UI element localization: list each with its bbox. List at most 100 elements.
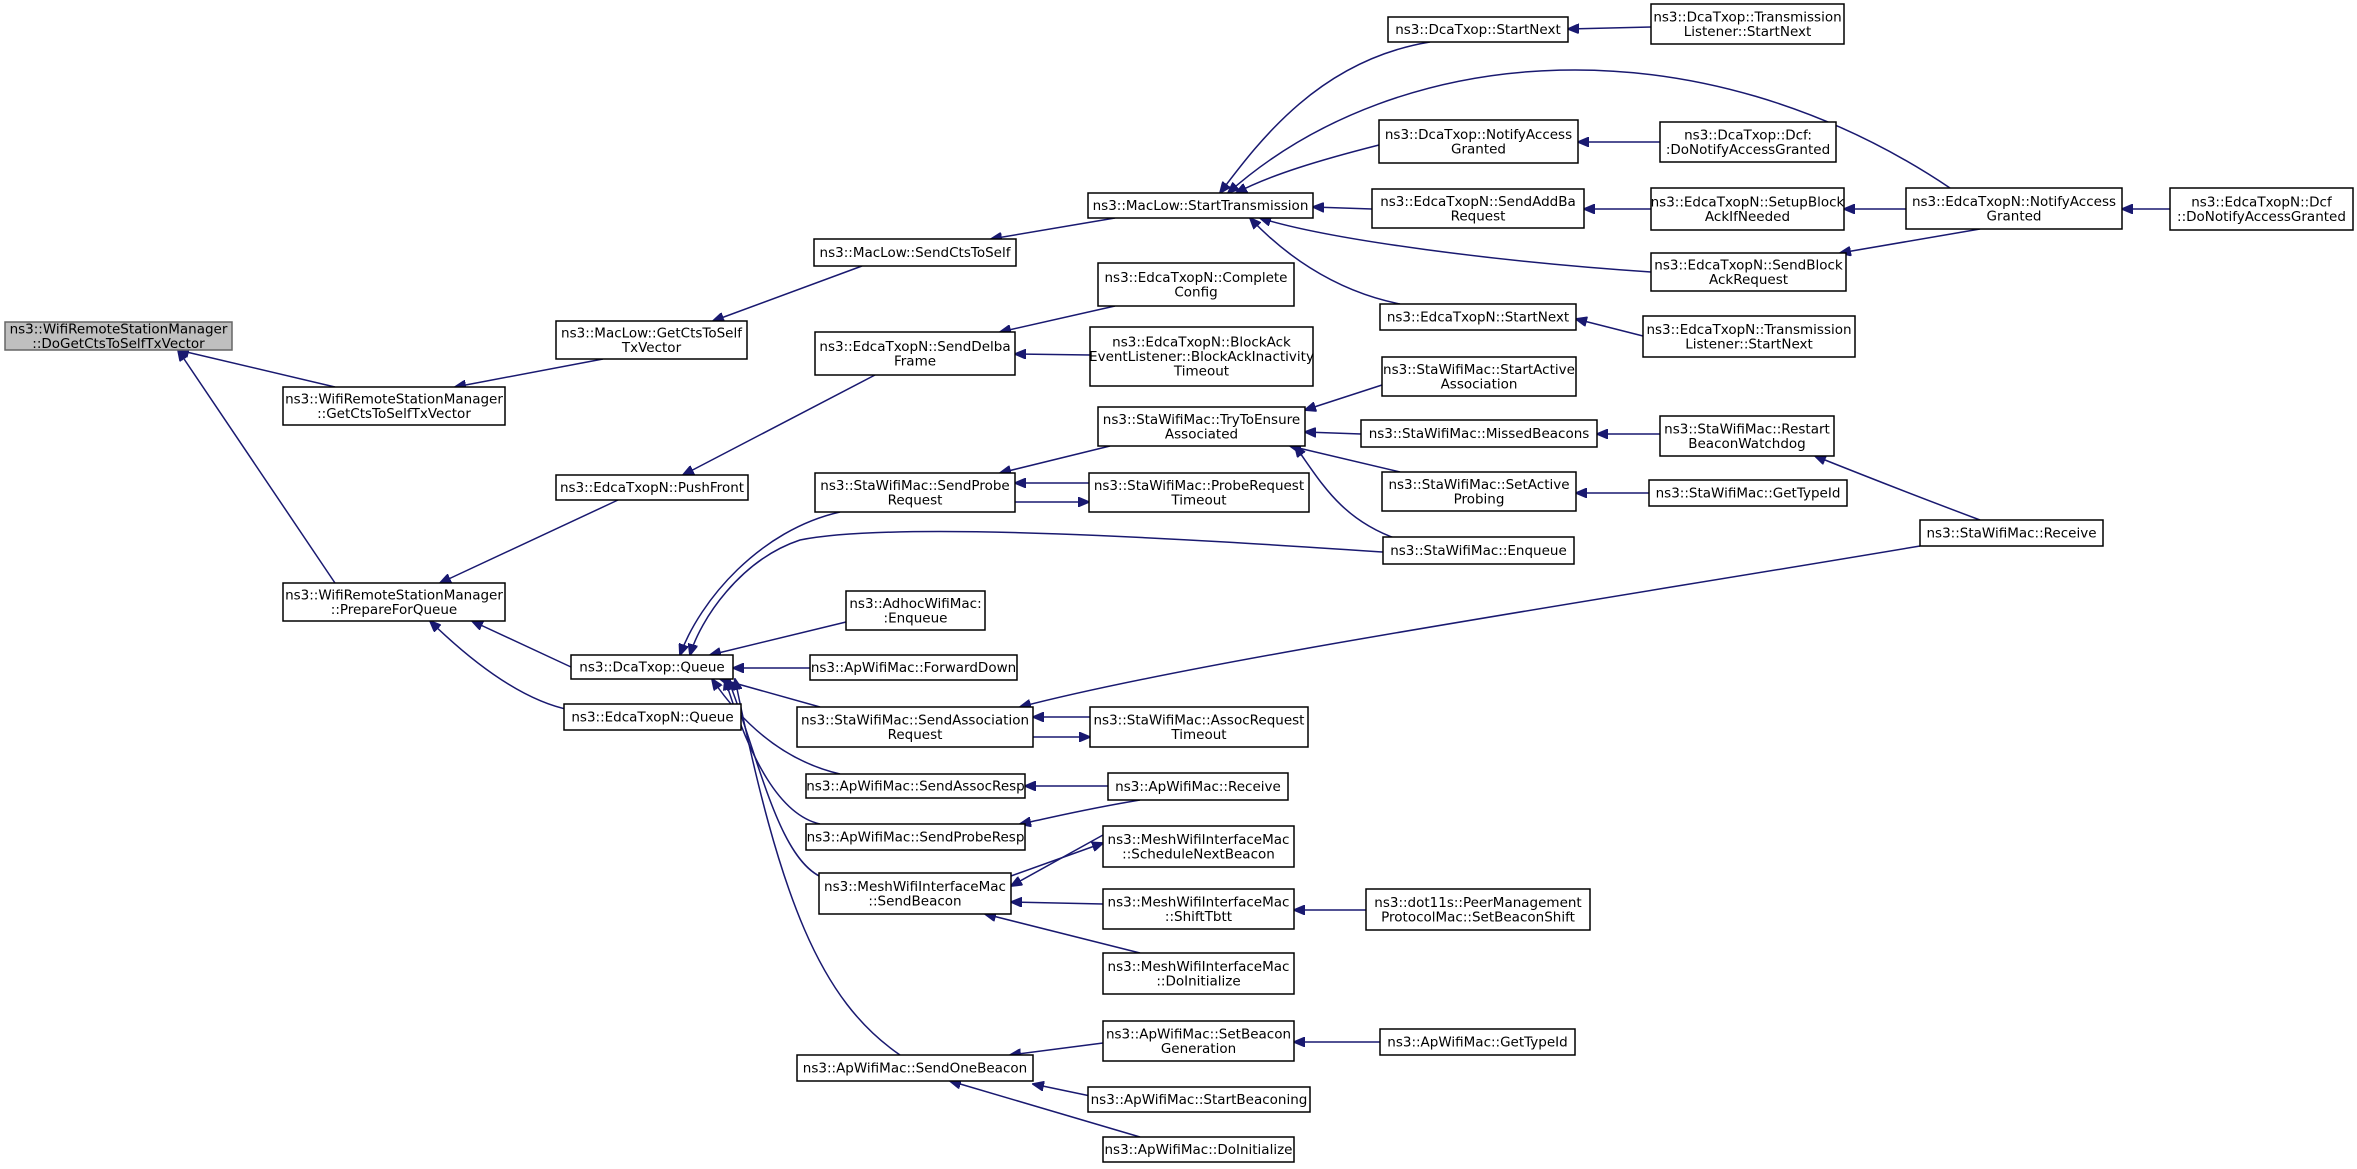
node-startBeaconing[interactable]: ns3::ApWifiMac::StartBeaconing: [1087, 1086, 1311, 1113]
node-staGetTypeId[interactable]: ns3::StaWifiMac::GetTypeId: [1648, 479, 1848, 507]
node-box[interactable]: [1102, 1020, 1295, 1062]
node-box[interactable]: [809, 654, 1018, 681]
node-staReceive[interactable]: ns3::StaWifiMac::Receive: [1919, 519, 2104, 547]
node-edcaNotify[interactable]: ns3::EdcaTxopN::NotifyAccessGranted: [1905, 187, 2123, 230]
node-sendOneBeacon[interactable]: ns3::ApWifiMac::SendOneBeacon: [796, 1054, 1034, 1082]
node-box[interactable]: [1650, 252, 1847, 292]
node-edcaStartNext[interactable]: ns3::EdcaTxopN::StartNext: [1379, 303, 1577, 331]
node-box[interactable]: [1648, 479, 1848, 507]
node-box[interactable]: [1097, 406, 1306, 447]
node-box[interactable]: [1088, 472, 1310, 513]
node-box[interactable]: [1102, 952, 1295, 995]
node-box[interactable]: [1382, 536, 1575, 565]
node-meshSendBeacon[interactable]: ns3::MeshWifiInterfaceMac::SendBeacon: [818, 872, 1012, 915]
node-sendAssocResp[interactable]: ns3::ApWifiMac::SendAssocResp: [805, 773, 1026, 799]
node-box[interactable]: [570, 654, 734, 680]
node-box[interactable]: [796, 706, 1034, 748]
node-macLowGetCts[interactable]: ns3::MacLow::GetCtsToSelfTxVector: [555, 320, 748, 360]
node-box[interactable]: [1381, 356, 1577, 397]
node-box[interactable]: [1102, 1136, 1295, 1163]
node-apReceive[interactable]: ns3::ApWifiMac::Receive: [1107, 772, 1289, 801]
node-box[interactable]: [845, 590, 986, 631]
node-box[interactable]: [1089, 706, 1309, 748]
node-box[interactable]: [1097, 262, 1295, 307]
node-box[interactable]: [1087, 1086, 1311, 1113]
node-box[interactable]: [1102, 888, 1295, 930]
node-dcaDcf[interactable]: ns3::DcaTxop::Dcf::DoNotifyAccessGranted: [1659, 121, 1837, 163]
node-box[interactable]: [818, 872, 1012, 915]
node-pushFront[interactable]: ns3::EdcaTxopN::PushFront: [555, 474, 749, 501]
node-box[interactable]: [1087, 192, 1314, 219]
node-box[interactable]: [796, 1054, 1034, 1082]
node-box[interactable]: [1371, 188, 1585, 229]
node-box[interactable]: [4, 321, 233, 351]
node-edcaTxListener[interactable]: ns3::EdcaTxopN::TransmissionListener::St…: [1642, 315, 1856, 358]
node-box[interactable]: [805, 823, 1026, 851]
node-getCtsMgr[interactable]: ns3::WifiRemoteStationManager::GetCtsToS…: [282, 386, 506, 426]
node-sendCts[interactable]: ns3::MacLow::SendCtsToSelf: [813, 238, 1017, 267]
node-box[interactable]: [814, 331, 1016, 376]
node-blockAckEv[interactable]: ns3::EdcaTxopN::BlockAckEventListener::B…: [1089, 326, 1314, 387]
node-edcaQueue[interactable]: ns3::EdcaTxopN::Queue: [563, 703, 742, 731]
node-box[interactable]: [1360, 419, 1598, 448]
node-box[interactable]: [1102, 825, 1295, 868]
node-box[interactable]: [1659, 415, 1835, 457]
node-box[interactable]: [1650, 187, 1845, 231]
node-apGetTypeId[interactable]: ns3::ApWifiMac::GetTypeId: [1379, 1028, 1576, 1056]
node-meshShift[interactable]: ns3::MeshWifiInterfaceMac::ShiftTbtt: [1102, 888, 1295, 930]
node-root[interactable]: ns3::WifiRemoteStationManager::DoGetCtsT…: [4, 321, 233, 352]
node-box[interactable]: [1650, 3, 1845, 45]
node-meshSchedule[interactable]: ns3::MeshWifiInterfaceMac::ScheduleNextB…: [1102, 825, 1295, 868]
node-box[interactable]: [1381, 471, 1577, 512]
node-box[interactable]: [1905, 187, 2123, 230]
node-startTx[interactable]: ns3::MacLow::StartTransmission: [1087, 192, 1314, 219]
node-dcaStartNext[interactable]: ns3::DcaTxop::StartNext: [1387, 16, 1569, 43]
node-prepQueue[interactable]: ns3::WifiRemoteStationManager::PrepareFo…: [282, 582, 506, 622]
node-box[interactable]: [1365, 888, 1591, 931]
node-box[interactable]: [563, 703, 742, 731]
node-box[interactable]: [814, 472, 1016, 513]
node-edcaDcf[interactable]: ns3::EdcaTxopN::Dcf::DoNotifyAccessGrant…: [2169, 187, 2354, 231]
node-box[interactable]: [555, 474, 749, 501]
node-sendProbeResp[interactable]: ns3::ApWifiMac::SendProbeResp: [805, 823, 1026, 851]
node-apForwardDown[interactable]: ns3::ApWifiMac::ForwardDown: [809, 654, 1018, 681]
node-box[interactable]: [282, 386, 506, 426]
node-box[interactable]: [1378, 119, 1579, 164]
node-box[interactable]: [555, 320, 748, 360]
node-missedBeacons[interactable]: ns3::StaWifiMac::MissedBeacons: [1360, 419, 1598, 448]
node-staEnqueue[interactable]: ns3::StaWifiMac::Enqueue: [1382, 536, 1575, 565]
node-box[interactable]: [805, 773, 1026, 799]
node-dcaQueue[interactable]: ns3::DcaTxop::Queue: [570, 654, 734, 680]
node-apInit[interactable]: ns3::ApWifiMac::DoInitialize: [1102, 1136, 1295, 1163]
node-peerMgmt[interactable]: ns3::dot11s::PeerManagementProtocolMac::…: [1365, 888, 1591, 931]
node-box[interactable]: [1379, 303, 1577, 331]
node-adhocEnqueue[interactable]: ns3::AdhocWifiMac::Enqueue: [845, 590, 986, 631]
node-dcaTxListener[interactable]: ns3::DcaTxop::TransmissionListener::Star…: [1650, 3, 1845, 45]
node-box[interactable]: [2169, 187, 2354, 231]
node-meshInit[interactable]: ns3::MeshWifiInterfaceMac::DoInitialize: [1102, 952, 1295, 995]
node-box[interactable]: [1379, 1028, 1576, 1056]
node-box[interactable]: [282, 582, 506, 622]
node-dcaNotify[interactable]: ns3::DcaTxop::NotifyAccessGranted: [1378, 119, 1579, 164]
node-box[interactable]: [1387, 16, 1569, 43]
node-box[interactable]: [1659, 121, 1837, 163]
node-box[interactable]: [813, 238, 1017, 267]
node-box[interactable]: [1107, 772, 1289, 801]
node-box[interactable]: [1642, 315, 1856, 358]
node-box[interactable]: [1089, 326, 1314, 387]
node-box[interactable]: [1919, 519, 2104, 547]
